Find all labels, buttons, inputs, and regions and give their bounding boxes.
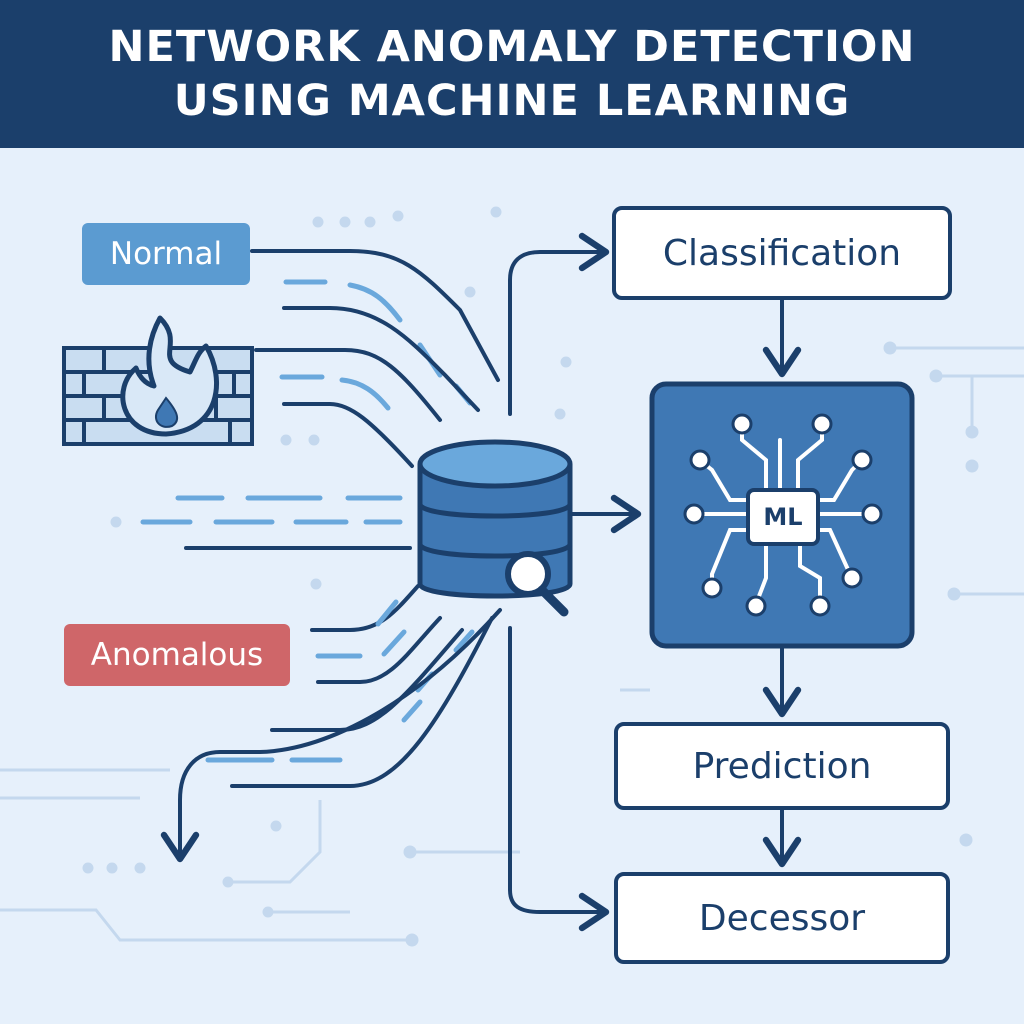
normal-traffic-label: Normal [82,223,250,285]
ml-chip-label: ML [763,503,803,531]
database-search-icon [417,439,573,617]
title-line-2: USING MACHINE LEARNING [173,76,851,126]
classification-box: Classification [612,206,952,300]
title-line-1: NETWORK ANOMALY DETECTION [108,22,916,72]
anomalous-traffic-label: Anomalous [64,624,290,686]
title-banner: NETWORK ANOMALY DETECTION USING MACHINE … [0,0,1024,148]
firewall-flame-icon [62,315,254,446]
background-circuit [0,206,1024,947]
database-connectors [508,232,802,932]
lower-flow-lines [160,584,502,863]
decessor-box: Decessor [614,872,950,964]
prediction-box: Prediction [614,722,950,810]
diagram-canvas [0,206,1024,947]
upper-flow-lines [140,249,500,550]
ml-panel [649,381,915,649]
